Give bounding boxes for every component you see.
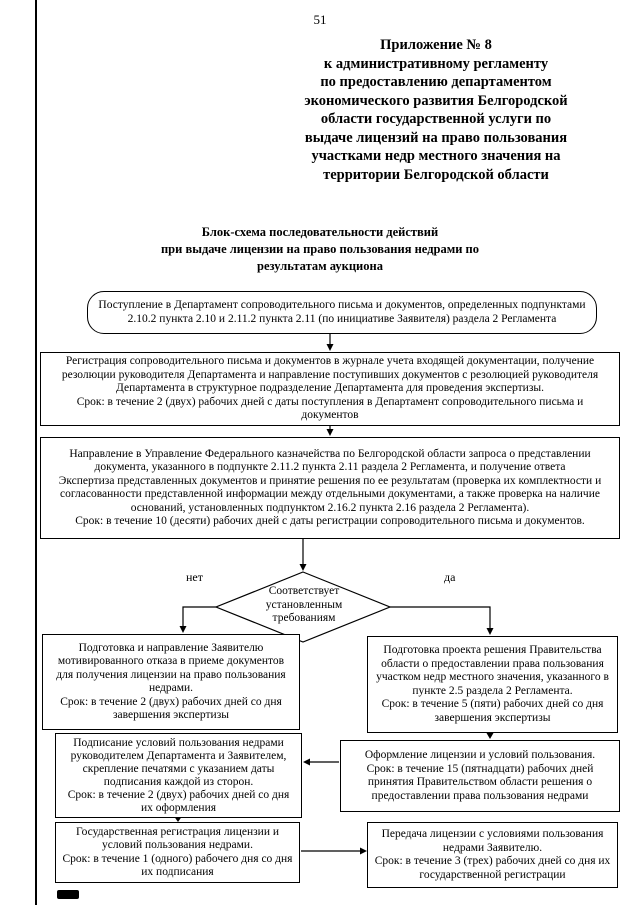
decision-label-no: нет — [186, 570, 203, 584]
node-expertise-body2: Экспертиза представленных документов и п… — [58, 474, 602, 514]
node-registration-body: Регистрация сопроводительного письма и д… — [61, 355, 599, 395]
node-state-registration-body: Государственная регистрация лицензии и у… — [75, 825, 280, 852]
node-issuing-body: Оформление лицензии и условий пользовани… — [364, 749, 596, 761]
node-refusal-term: Срок: в течение 2 (двух) рабочих дней со… — [60, 695, 282, 722]
node-draft-decision-body: Подготовка проекта решения Правительства… — [376, 644, 609, 697]
node-transfer: Передача лицензии с условиями пользовани… — [367, 822, 618, 888]
node-signing-body: Подписание условий пользования недрами р… — [70, 736, 287, 788]
node-expertise-term: Срок: в течение 10 (десяти) рабочих дней… — [75, 515, 585, 527]
node-transfer-term: Срок: в течение 3 (трех) рабочих дней со… — [374, 855, 611, 881]
node-refusal: Подготовка и направление Заявителю мотив… — [42, 634, 300, 730]
arrowhead-decision-refusal — [179, 626, 187, 633]
connector-decision-draft — [390, 606, 491, 629]
arrowhead-signing-stateregistration — [174, 817, 182, 822]
decision-diamond — [214, 571, 392, 643]
arrowhead-decision-draft — [486, 628, 494, 635]
node-draft-decision: Подготовка проекта решения Правительства… — [367, 636, 618, 733]
node-state-registration: Государственная регистрация лицензии и у… — [55, 822, 300, 883]
node-signing-term: Срок: в течение 2 (двух) рабочих дней со… — [67, 788, 290, 814]
arrowhead-start-registration — [326, 344, 334, 351]
connector-decision-refusal — [182, 606, 216, 627]
scan-artifact — [57, 890, 79, 899]
appendix-header: Приложение № 8 к административному регла… — [304, 37, 568, 183]
node-transfer-body: Передача лицензии с условиями пользовани… — [381, 828, 604, 854]
left-margin-line — [35, 0, 37, 905]
node-draft-decision-term: Срок: в течение 5 (пяти) рабочих дней со… — [381, 698, 604, 724]
arrowhead-expertise-decision — [299, 564, 307, 571]
decision-label-yes: да — [444, 570, 456, 584]
node-signing: Подписание условий пользования недрами р… — [55, 733, 302, 818]
flowchart-title: Блок-схема последовательности действий п… — [160, 225, 480, 273]
arrowhead-draft-issuing — [486, 733, 494, 739]
node-expertise: Направление в Управление Федерального ка… — [40, 437, 620, 539]
decision-text: Соответствует установленным требованиям — [265, 585, 343, 624]
node-state-registration-term: Срок: в течение 1 (одного) рабочего дня … — [62, 852, 293, 879]
arrowhead-issuing-signing — [303, 758, 310, 766]
node-issuing: Оформление лицензии и условий пользовани… — [340, 740, 620, 812]
arrowhead-stateregistration-transfer — [360, 847, 367, 855]
node-registration-term: Срок: в течение 2 (двух) рабочих дней с … — [76, 395, 584, 422]
page-number: 51 — [313, 12, 327, 27]
node-issuing-term: Срок: в течение 15 (пятнадцати) рабочих … — [366, 762, 594, 802]
node-expertise-body1: Направление в Управление Федерального ка… — [69, 447, 591, 474]
arrowhead-registration-expertise — [326, 429, 334, 436]
node-registration: Регистрация сопроводительного письма и д… — [40, 352, 620, 426]
node-start: Поступление в Департамент сопроводительн… — [87, 291, 597, 334]
node-refusal-body: Подготовка и направление Заявителю мотив… — [56, 641, 286, 695]
node-start-body: Поступление в Департамент сопроводительн… — [98, 299, 586, 325]
